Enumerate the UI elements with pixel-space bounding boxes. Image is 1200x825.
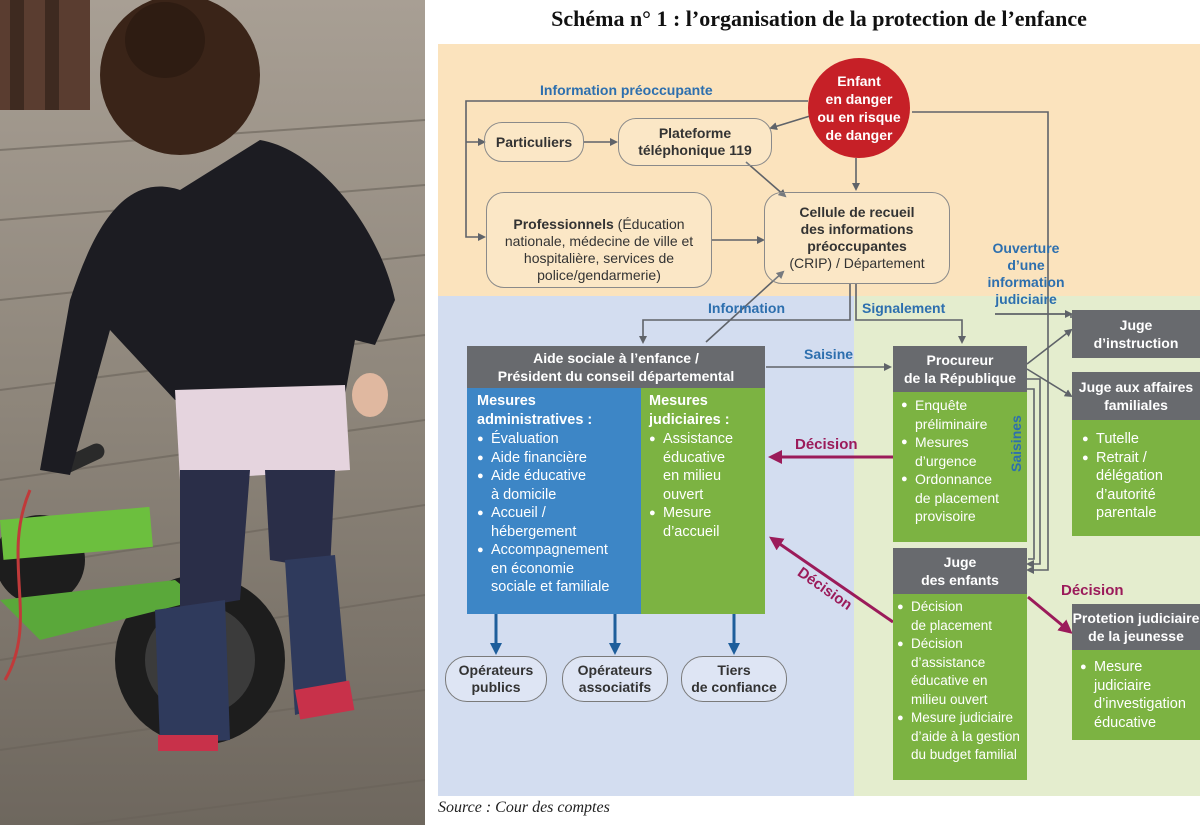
crip-label: Cellule de recueil des informations préo… bbox=[799, 204, 915, 254]
mesure-admin-item: Aide financière bbox=[477, 449, 631, 468]
procureur-header: Procureur de la République bbox=[893, 346, 1027, 392]
juge-enfants-item: Décision d’assistance éducative en milie… bbox=[897, 635, 1023, 709]
mesures-administratives-box: Mesures administratives : Évaluation Aid… bbox=[467, 388, 641, 614]
enfant-en-danger-node: Enfant en danger ou en risque de danger bbox=[808, 58, 910, 158]
procureur-item: Enquête préliminaire bbox=[901, 396, 1019, 433]
mesure-jud-item: Mesure d’accueil bbox=[649, 504, 757, 541]
label-decision-pjj: Décision bbox=[1061, 582, 1124, 599]
juge-instruction-header: Juge d’instruction bbox=[1072, 310, 1200, 358]
label-decision-procureur: Décision bbox=[795, 436, 858, 453]
mesures-administratives-title: Mesures administratives : bbox=[477, 393, 593, 428]
label-information: Information bbox=[708, 300, 785, 316]
mesure-jud-item: Assistance éducative en milieu ouvert bbox=[649, 430, 757, 504]
juge-enfants-header: Juge des enfants bbox=[893, 548, 1027, 594]
pjj-item: Mesure judiciaire d’investigation éducat… bbox=[1080, 658, 1192, 732]
particuliers-node: Particuliers bbox=[484, 122, 584, 162]
connectors bbox=[465, 100, 1073, 655]
jaf-header: Juge aux affaires familiales bbox=[1072, 372, 1200, 420]
source-note: Source : Cour des comptes bbox=[438, 799, 610, 816]
mesures-judiciaires-box: Mesures judiciaires : Assistance éducati… bbox=[641, 388, 765, 614]
pjj-box: Mesure judiciaire d’investigation éducat… bbox=[1072, 650, 1200, 740]
mesure-admin-item: Aide éducative à domicile bbox=[477, 467, 631, 504]
tiers-de-confiance-node: Tiers de confiance bbox=[681, 656, 787, 702]
jaf-item: Tutelle bbox=[1082, 430, 1190, 449]
procureur-item: Ordonnance de placement provisoire bbox=[901, 470, 1019, 526]
pjj-header: Protetion judiciaire de la jeunesse bbox=[1072, 604, 1200, 650]
label-signalement: Signalement bbox=[862, 300, 946, 316]
plateforme-119-node: Plateforme téléphonique 119 bbox=[618, 118, 772, 166]
child-photo bbox=[0, 0, 425, 825]
procureur-item: Mesures d’urgence bbox=[901, 433, 1019, 470]
diagram-title: Schéma n° 1 : l’organisation de la prote… bbox=[551, 6, 1087, 31]
juge-enfants-item: Mesure judiciaire d’aide à la gestion du… bbox=[897, 709, 1023, 765]
label-saisines: Saisines bbox=[1008, 415, 1024, 472]
label-saisine: Saisine bbox=[804, 346, 854, 362]
jaf-item: Retrait / délégation d’autorité parental… bbox=[1082, 449, 1190, 523]
operateurs-associatifs-node: Opérateurs associatifs bbox=[562, 656, 668, 702]
mesures-judiciaires-title: Mesures judiciaires : bbox=[649, 393, 730, 428]
label-ouverture: Ouverture d’une information judiciaire bbox=[987, 240, 1065, 307]
mesure-admin-item: Évaluation bbox=[477, 430, 631, 449]
professionnels-label: Professionnels bbox=[513, 216, 614, 232]
jaf-box: Tutelle Retrait / délégation d’autorité … bbox=[1072, 420, 1200, 536]
mesure-admin-item: Accueil / hébergement bbox=[477, 504, 631, 541]
crip-detail: (CRIP) / Département bbox=[789, 255, 925, 271]
juge-enfants-item: Décision de placement bbox=[897, 598, 1023, 635]
professionnels-detail: (Éducation nationale, médecine de ville … bbox=[504, 216, 694, 283]
professionnels-node: Professionnels (Éducation nationale, méd… bbox=[486, 192, 712, 288]
mesure-admin-item: Accompagnement en économie sociale et fa… bbox=[477, 541, 631, 597]
crip-node: Cellule de recueil des informations préo… bbox=[764, 192, 950, 284]
protection-enfance-diagram: Enfant en danger ou en risque de danger … bbox=[438, 44, 1200, 796]
label-information-preoccupante: Information préoccupante bbox=[540, 82, 713, 98]
ase-header: Aide sociale à l’enfance / Président du … bbox=[467, 346, 765, 388]
juge-enfants-box: Décision de placement Décision d’assista… bbox=[893, 594, 1027, 780]
procureur-box: Enquête préliminaire Mesures d’urgence O… bbox=[893, 392, 1027, 542]
operateurs-publics-node: Opérateurs publics bbox=[445, 656, 547, 702]
